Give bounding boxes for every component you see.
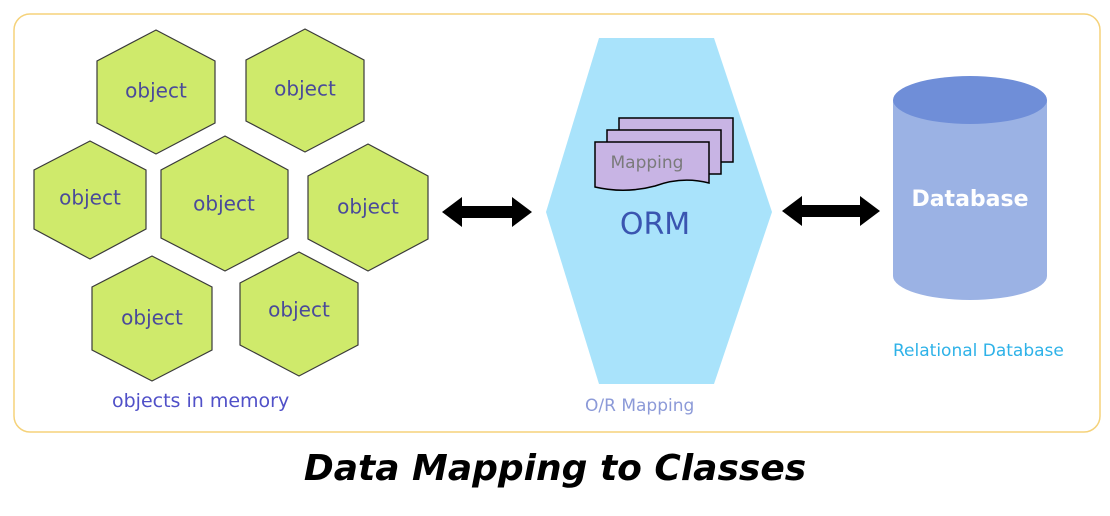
objects-cluster: object object object object object objec…	[33, 28, 429, 382]
object-hexagon: object	[239, 251, 359, 377]
mapping-label: Mapping	[611, 153, 684, 173]
object-hexagon: object	[33, 140, 147, 260]
relational-database-caption: Relational Database	[893, 341, 1064, 361]
bidirectional-arrow-left	[442, 197, 532, 227]
objects-in-memory-caption: objects in memory	[112, 390, 290, 412]
object-hexagon: object	[307, 143, 429, 272]
bidirectional-arrow-right	[782, 196, 880, 226]
or-mapping-caption: O/R Mapping	[585, 396, 695, 416]
object-label: object	[337, 195, 399, 219]
object-label: object	[274, 77, 336, 101]
object-label: object	[121, 306, 183, 330]
database-cylinder-icon: Database	[893, 76, 1047, 300]
object-label: object	[59, 186, 121, 210]
object-hexagon: object	[245, 28, 365, 153]
database-label: Database	[911, 187, 1028, 212]
object-label: object	[125, 79, 187, 103]
object-hexagon: object	[91, 255, 213, 382]
object-label: object	[268, 298, 330, 322]
orm-label: ORM	[620, 207, 690, 242]
object-label: object	[193, 192, 255, 216]
object-hexagon: object	[96, 29, 216, 155]
mapping-stack-icon: Mapping	[594, 117, 734, 191]
object-hexagon: object	[160, 135, 289, 272]
page-title: Data Mapping to Classes	[303, 448, 807, 489]
